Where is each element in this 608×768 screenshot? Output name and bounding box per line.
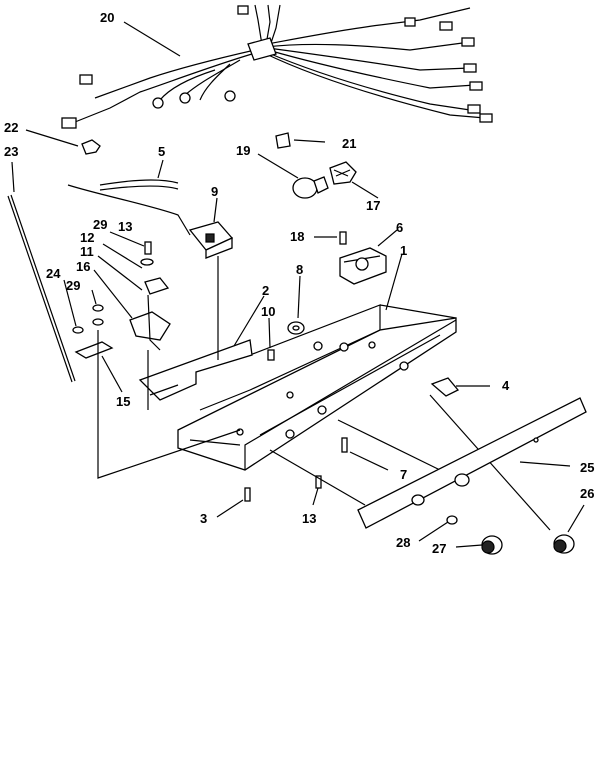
tube [67, 179, 191, 236]
switch [188, 221, 234, 259]
knob [481, 535, 503, 555]
callout-1: 1 [400, 243, 407, 258]
callout-13-upper: 13 [118, 219, 132, 234]
screw [244, 487, 251, 502]
defrost-timer [339, 247, 387, 285]
thermostat-parts [72, 241, 171, 351]
connector [430, 377, 460, 397]
callout-10: 10 [261, 304, 275, 319]
callout-16: 16 [76, 259, 90, 274]
callout-labels: 20 22 23 5 9 21 19 17 18 6 8 1 2 10 4 7 … [4, 10, 594, 556]
leader-lines [11, 21, 585, 548]
washer [446, 515, 458, 525]
control-housing [177, 304, 457, 471]
callout-9: 9 [211, 184, 218, 199]
callout-3: 3 [200, 511, 207, 526]
callout-28: 28 [396, 535, 410, 550]
callout-22: 22 [4, 120, 18, 135]
callout-5: 5 [158, 144, 165, 159]
callout-21: 21 [342, 136, 356, 151]
callout-23: 23 [4, 144, 18, 159]
callout-8: 8 [296, 262, 303, 277]
callout-17: 17 [366, 198, 380, 213]
screw [315, 475, 322, 489]
dial-assembly [74, 341, 114, 359]
wire-harness [61, 4, 493, 129]
lamp-socket-clip [275, 132, 291, 149]
callout-2: 2 [262, 283, 269, 298]
callout-7: 7 [400, 467, 407, 482]
callout-13-lower: 13 [302, 511, 316, 526]
light-bulb [292, 176, 329, 199]
sensing-tube [7, 194, 76, 383]
knob [553, 534, 575, 554]
lamp-socket [329, 161, 357, 185]
callout-29-upper: 29 [93, 217, 107, 232]
callout-4: 4 [502, 378, 510, 393]
callout-29-lower: 29 [66, 278, 80, 293]
callout-27: 27 [432, 541, 446, 556]
callout-15: 15 [116, 394, 130, 409]
callout-19: 19 [236, 143, 250, 158]
callout-20: 20 [100, 10, 114, 25]
screw [267, 349, 275, 361]
callout-26: 26 [580, 486, 594, 501]
callout-24: 24 [46, 266, 61, 281]
screw [339, 231, 347, 245]
callout-12: 12 [80, 230, 94, 245]
callout-18: 18 [290, 229, 304, 244]
callout-25: 25 [580, 460, 594, 475]
wire-clip [81, 139, 101, 155]
screw [341, 437, 348, 453]
grommet [287, 321, 305, 335]
bracket [138, 339, 253, 401]
control-panel [357, 397, 587, 529]
callout-11: 11 [80, 244, 94, 259]
callout-6: 6 [396, 220, 403, 235]
